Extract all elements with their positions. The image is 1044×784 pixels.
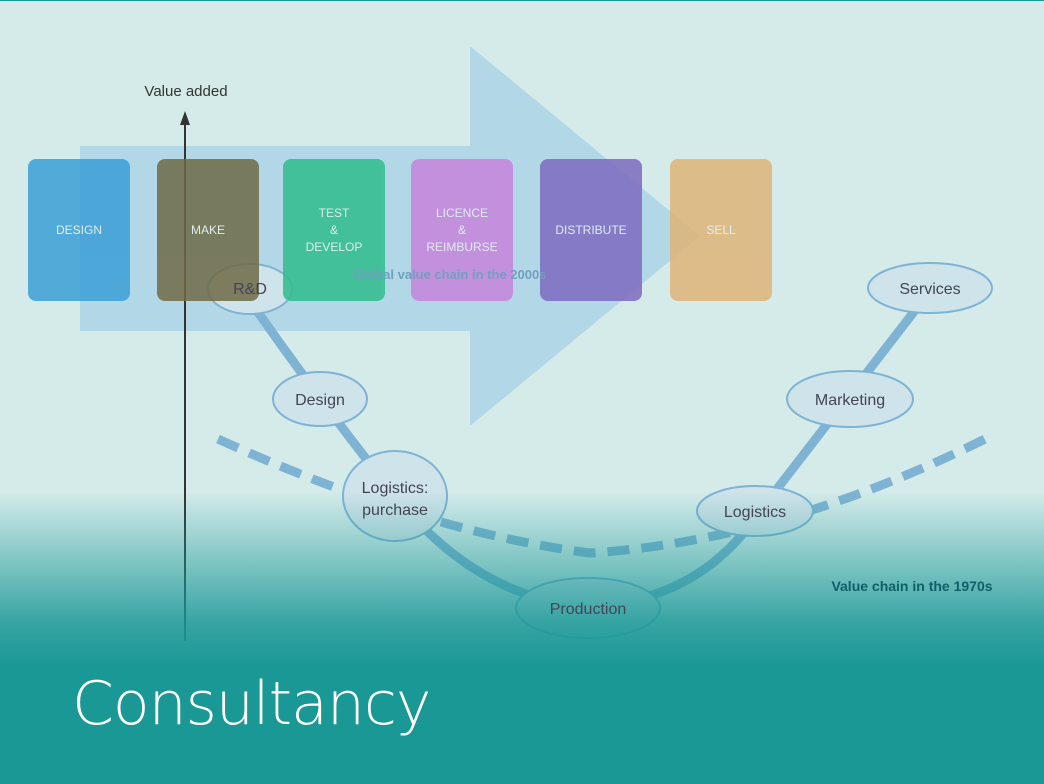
node-logistics-purchase-2: purchase bbox=[362, 502, 428, 519]
node-logistics-purchase: Logistics: bbox=[362, 480, 429, 497]
box-test-develop: TEST & DEVELOP bbox=[283, 159, 385, 301]
seventies-chain-label: Value chain in the 1970s bbox=[831, 578, 992, 594]
node-production: Production bbox=[550, 601, 627, 618]
box-make: MAKE bbox=[157, 159, 259, 301]
global-chain-label: Global value chain in the 2000s bbox=[354, 267, 547, 282]
node-marketing: Marketing bbox=[815, 392, 885, 409]
node-design: Design bbox=[295, 392, 345, 409]
node-rd: R&D bbox=[233, 281, 267, 298]
axis-label: Value added bbox=[144, 83, 227, 100]
box-sell: SELL bbox=[670, 159, 772, 301]
box-design: DESIGN bbox=[28, 159, 130, 301]
node-logistics: Logistics bbox=[724, 504, 786, 521]
axis-arrowhead bbox=[180, 111, 190, 125]
node-services: Services bbox=[899, 281, 960, 298]
slide-title: Consultancy bbox=[72, 669, 431, 739]
box-distribute: DISTRIBUTE bbox=[540, 159, 642, 301]
bottom-gradient bbox=[0, 491, 1044, 784]
process-arrow bbox=[80, 46, 700, 426]
box-licence-reimburse: LICENCE & REIMBURSE bbox=[411, 159, 513, 301]
